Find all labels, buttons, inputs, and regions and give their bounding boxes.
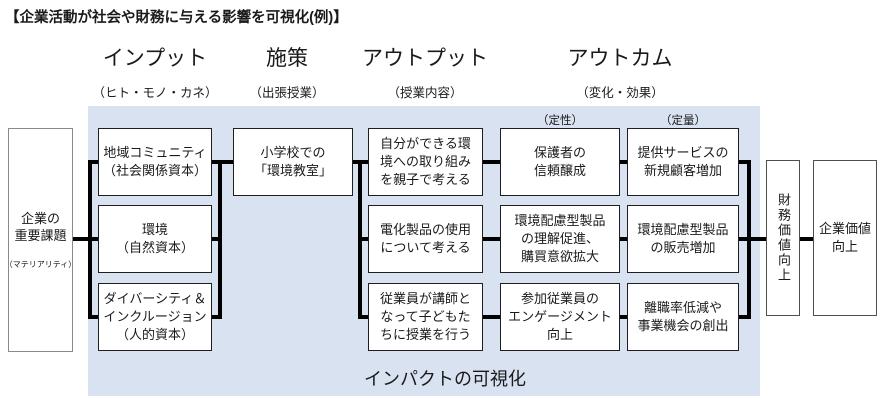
- financial-value-label: 財務価値向上: [775, 193, 791, 283]
- connector-input-3-right: [212, 315, 222, 319]
- outcome-qualitative-box-1: 保護者の 信頼醸成: [500, 128, 620, 196]
- connector-input-2-right: [212, 237, 222, 241]
- connector-qual-quant-3: [620, 315, 627, 319]
- column-subtitle-output: （授業内容）: [387, 86, 463, 100]
- outcome-qualitative-box-3: 参加従業員の エンゲージメント 向上: [500, 283, 620, 351]
- outcome-quantitative-box-2: 環境配慮型製品 の販売増加: [627, 205, 739, 273]
- column-header-input: インプット: [102, 47, 208, 70]
- connector-input-1-right: [212, 160, 222, 164]
- trunk-inputs-right: [218, 160, 222, 319]
- outcome-qualitative-box-2: 環境配慮型製品 の理解促進、 購買意欲拡大: [500, 205, 620, 273]
- connector-measure-in: [218, 160, 233, 164]
- output-box-2: 電化製品の使用 について考える: [368, 205, 483, 273]
- qualitative-label: （定性）: [537, 115, 583, 127]
- quantitative-label: （定量）: [660, 115, 706, 127]
- connector-financial-in: [747, 237, 766, 241]
- column-subtitle-outcome: （変化・効果）: [576, 86, 664, 100]
- materiality-note: （マテリアリティ）: [4, 260, 77, 270]
- input-box-diversity: ダイバーシティ＆ インクルージョン （人的資本）: [98, 283, 212, 351]
- outcome-quantitative-box-3: 離職率低減や 事業機会の創出: [627, 283, 739, 351]
- connector-qual-quant-2: [620, 237, 627, 241]
- connector-materiality-inputs: [73, 237, 92, 241]
- input-box-environment: 環境 （自然資本）: [98, 205, 212, 273]
- column-header-output: アウトプット: [362, 47, 488, 70]
- connector-output-qual-3: [483, 315, 500, 319]
- column-header-outcome: アウトカム: [567, 47, 673, 70]
- connector-qual-quant-1: [620, 160, 627, 164]
- measure-box: 小学校での 「環境教室」: [233, 128, 353, 196]
- connector-quant-3-right: [739, 315, 751, 319]
- connector-input-1-left: [88, 160, 98, 164]
- output-box-3: 従業員が講師と なって子どもた ちに授業を行う: [368, 283, 483, 351]
- outcome-quantitative-box-1: 提供サービスの 新規顧客増加: [627, 128, 739, 196]
- connector-output-2-left: [358, 237, 368, 241]
- connector-quant-2-right: [739, 237, 751, 241]
- connector-quant-1-right: [739, 160, 751, 164]
- connector-measure-out: [353, 160, 362, 164]
- column-subtitle-input: （ヒト・モノ・カネ）: [92, 86, 218, 100]
- column-subtitle-measure: （出張授業）: [249, 86, 325, 100]
- materiality-box: 企業の 重要課題 （マテリアリティ）: [5, 128, 76, 352]
- column-header-measure: 施策: [266, 47, 308, 70]
- connector-corporate-in: [800, 237, 813, 241]
- connector-output-1-left: [358, 160, 368, 164]
- connector-output-3-left: [358, 315, 368, 319]
- corporate-value-box: 企業価値 向上: [813, 160, 877, 316]
- input-box-community: 地域コミュニティ （社会関係資本）: [98, 128, 212, 196]
- connector-output-qual-2: [483, 237, 500, 241]
- financial-value-box: 財務価値向上: [766, 160, 800, 316]
- connector-input-3-left: [88, 315, 98, 319]
- output-box-1: 自分ができる環 境への取り組み を親子で考える: [368, 128, 483, 196]
- impact-caption: インパクトの可視化: [364, 369, 526, 389]
- materiality-title: 企業の 重要課題: [14, 210, 67, 244]
- diagram-title: 【企業活動が社会や財務に与える影響を可視化(例)】: [5, 10, 348, 26]
- connector-input-2-left: [88, 237, 98, 241]
- connector-output-qual-1: [483, 160, 500, 164]
